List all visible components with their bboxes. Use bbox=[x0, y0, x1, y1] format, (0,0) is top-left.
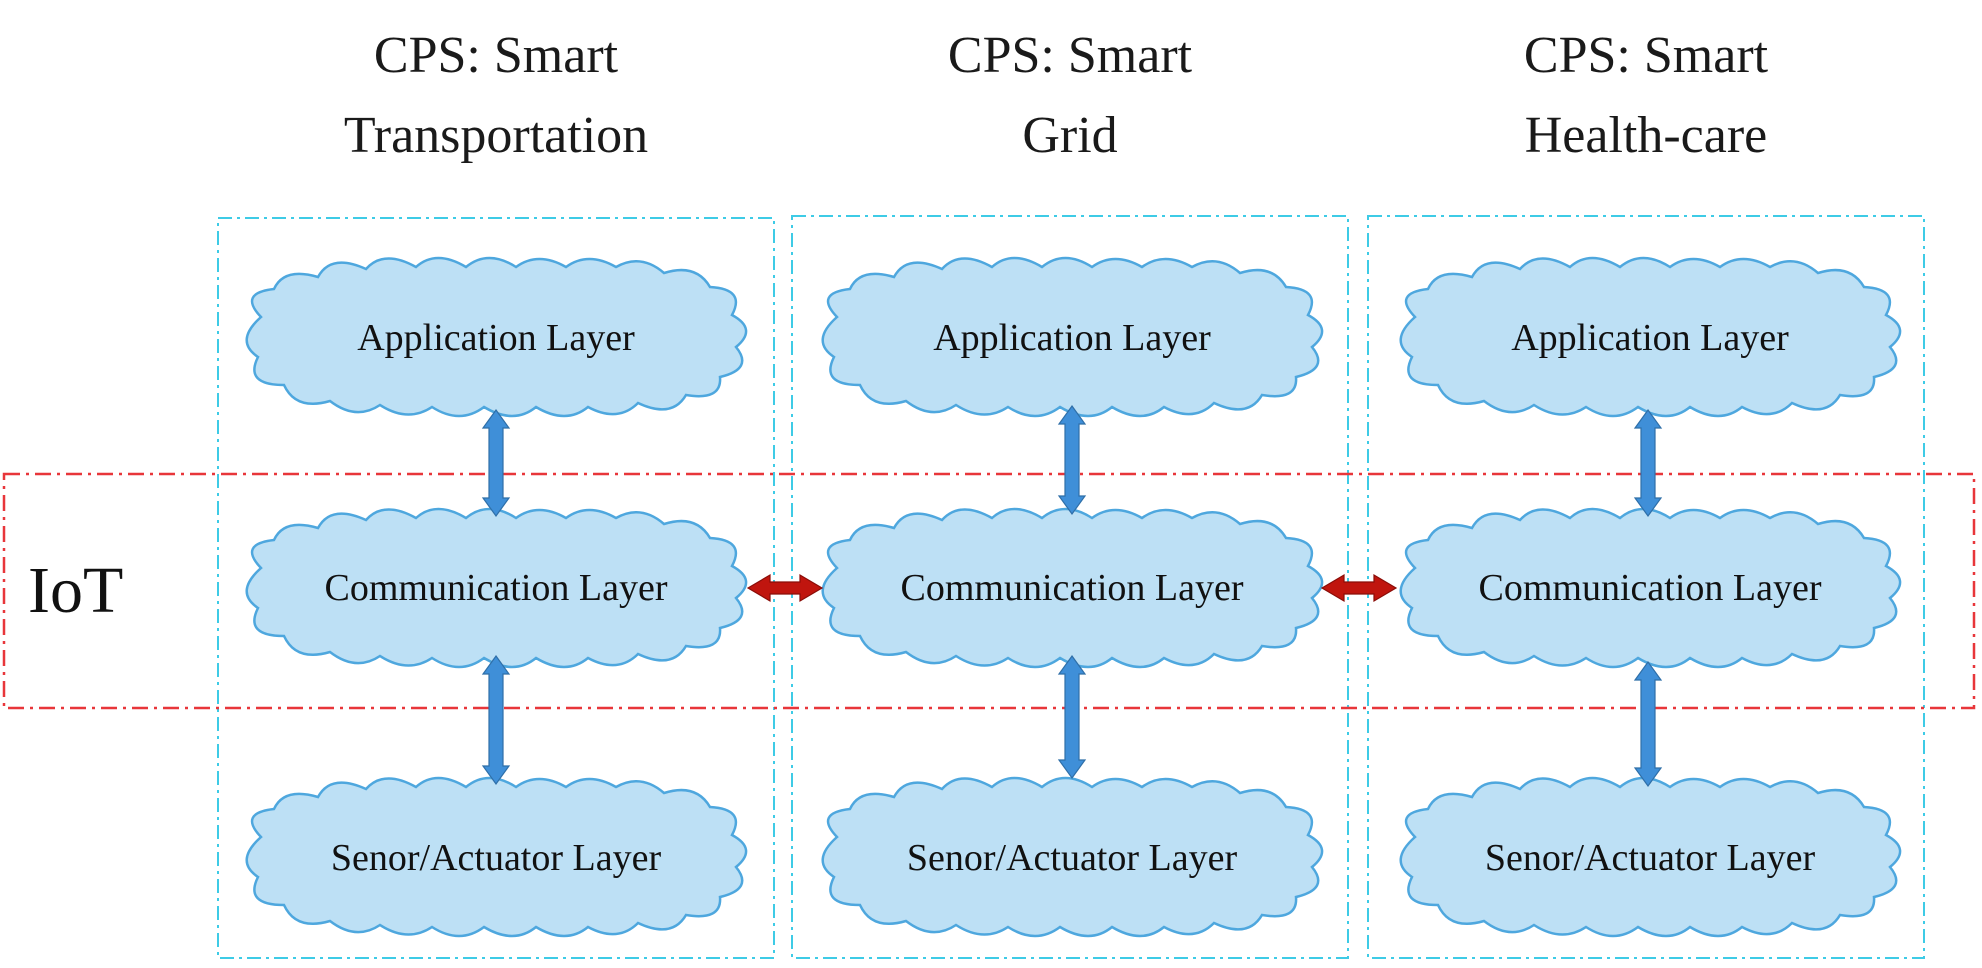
vertical-arrow-app-comm-transportation bbox=[481, 408, 511, 518]
layer-label-sensor-grid: Senor/Actuator Layer bbox=[907, 837, 1238, 879]
horizontal-arrow-transportation-grid bbox=[746, 573, 824, 603]
layer-label-communication-transportation: Communication Layer bbox=[325, 567, 668, 609]
column-title-healthcare-line1: CPS: Smart bbox=[1524, 27, 1769, 84]
layer-label-application-grid: Application Layer bbox=[933, 317, 1211, 359]
layer-label-communication-grid: Communication Layer bbox=[901, 567, 1244, 609]
layer-label-sensor-healthcare: Senor/Actuator Layer bbox=[1485, 837, 1816, 879]
vertical-arrow-comm-sensor-transportation bbox=[481, 654, 511, 786]
iot-frame bbox=[2, 472, 1976, 710]
vertical-arrow-comm-sensor-healthcare bbox=[1633, 660, 1663, 788]
layer-label-communication-healthcare: Communication Layer bbox=[1479, 567, 1822, 609]
iot-label: IoT bbox=[28, 554, 123, 627]
column-title-transportation-line2: Transportation bbox=[344, 107, 648, 164]
layer-label-sensor-transportation: Senor/Actuator Layer bbox=[331, 837, 662, 879]
vertical-arrow-app-comm-healthcare bbox=[1633, 408, 1663, 518]
column-title-transportation-line1: CPS: Smart bbox=[374, 27, 619, 84]
column-title-healthcare-line2: Health-care bbox=[1525, 107, 1767, 164]
column-title-grid-line2: Grid bbox=[1022, 107, 1117, 164]
vertical-arrow-app-comm-grid bbox=[1057, 404, 1087, 516]
column-title-grid-line1: CPS: Smart bbox=[948, 27, 1193, 84]
layer-label-application-transportation: Application Layer bbox=[357, 317, 635, 359]
layer-label-application-healthcare: Application Layer bbox=[1511, 317, 1789, 359]
vertical-arrow-comm-sensor-grid bbox=[1057, 654, 1087, 780]
horizontal-arrow-grid-healthcare bbox=[1320, 573, 1398, 603]
